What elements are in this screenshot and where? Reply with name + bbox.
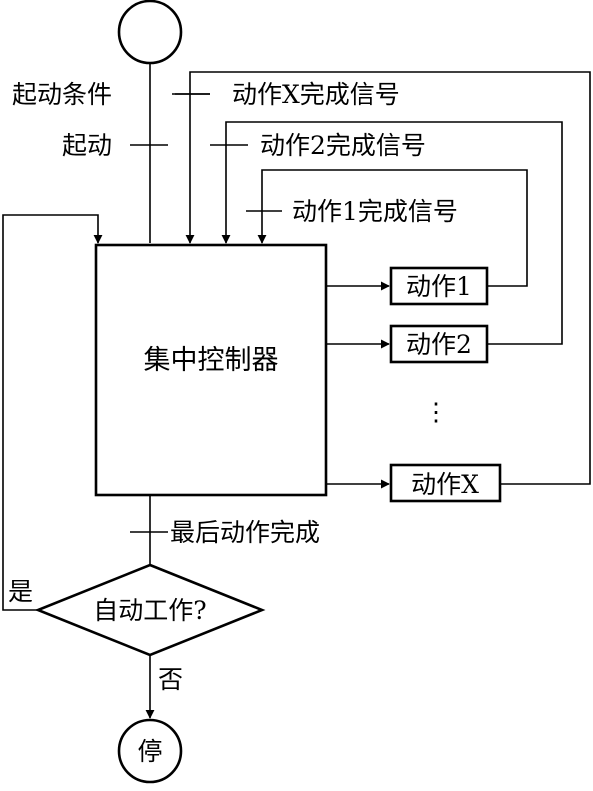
signal-1-label: 动作1完成信号: [292, 197, 458, 226]
start-node: [117, 0, 183, 65]
action-2-label: 动作2: [406, 330, 472, 359]
action-ellipsis: ⋮: [424, 397, 449, 426]
yes-label: 是: [8, 577, 33, 606]
action-1-box: [389, 266, 489, 306]
action-x-box: [389, 463, 502, 503]
signal-1-line: [257, 169, 528, 287]
no-label: 否: [158, 665, 183, 694]
controller-box: [94, 243, 328, 497]
yes-loop-line: [2, 214, 103, 611]
signal-x-line: [185, 71, 591, 485]
signal-x-label: 动作X完成信号: [232, 80, 400, 109]
start-label: 起动: [62, 131, 112, 160]
action-1-label: 动作1: [406, 272, 472, 301]
last-action-done-label: 最后动作完成: [170, 518, 320, 547]
stop-label: 停: [137, 737, 162, 766]
signal-2-label: 动作2完成信号: [260, 131, 426, 160]
stop-node: [117, 718, 183, 784]
action-x-label: 动作X: [411, 470, 479, 499]
decision-label: 自动工作?: [93, 596, 206, 625]
start-condition-label: 起动条件: [12, 80, 112, 109]
signal-2-line: [221, 121, 563, 345]
controller-label: 集中控制器: [144, 345, 279, 376]
action-2-box: [389, 324, 489, 364]
